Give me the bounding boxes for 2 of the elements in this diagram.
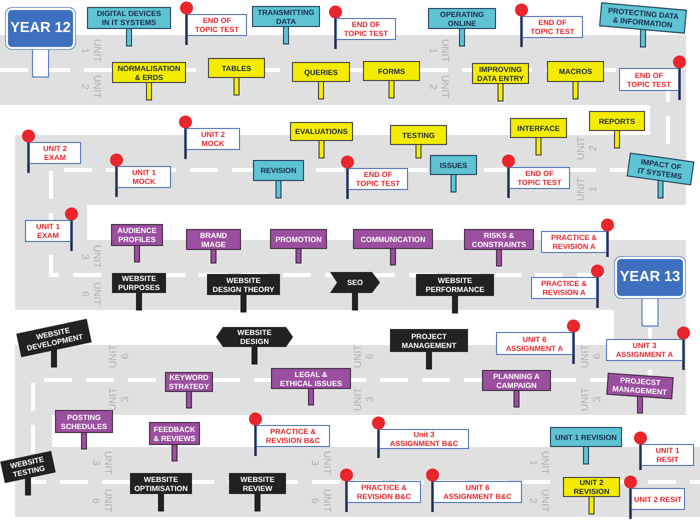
year-sign: YEAR 13 bbox=[614, 256, 686, 299]
year-sign: YEAR 12 bbox=[5, 7, 76, 50]
